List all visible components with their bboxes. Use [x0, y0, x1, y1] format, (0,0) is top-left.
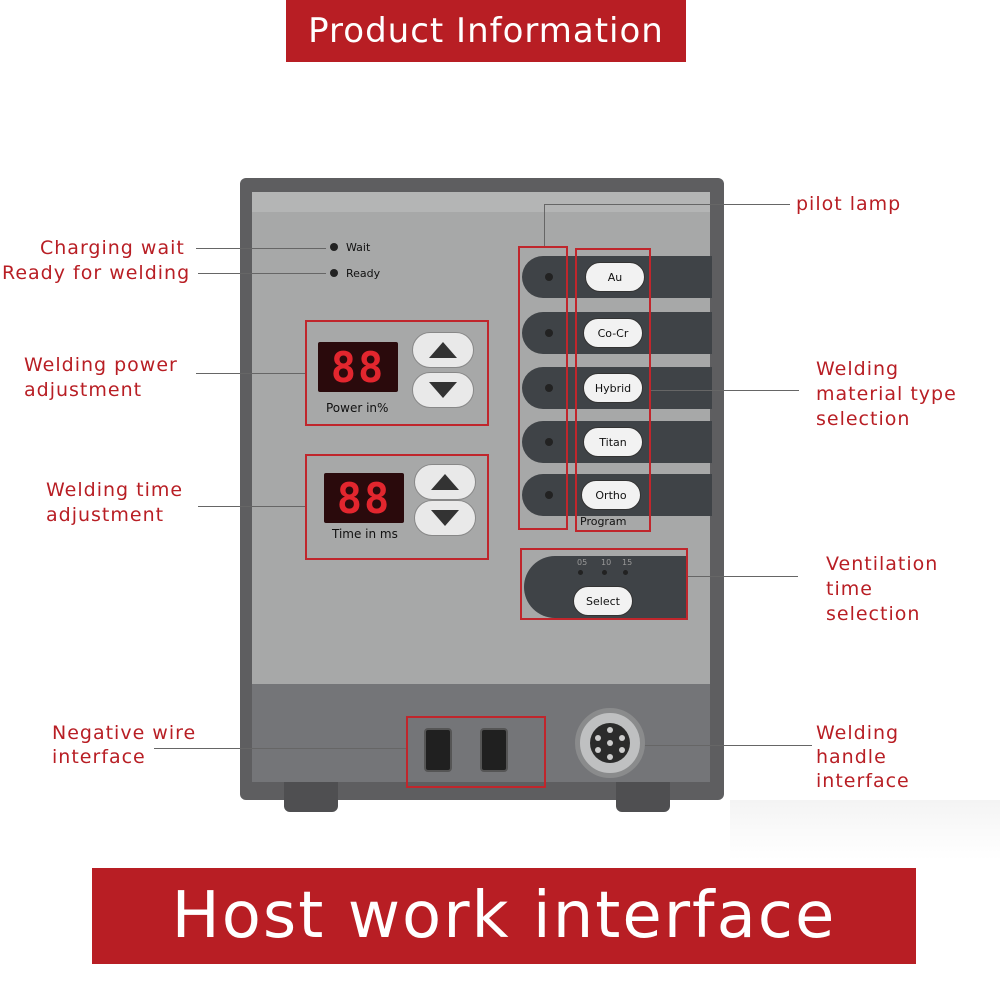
vent-option-05: 05 [577, 558, 588, 567]
material-highlight-box [575, 248, 651, 532]
time-callout-line2: adjustment [46, 504, 165, 526]
material-ortho-button[interactable]: Ortho [581, 480, 641, 510]
pilot-lamp-cocr-icon [545, 329, 553, 337]
top-banner: Product Information [286, 0, 686, 62]
material-callout-line2: material type [816, 383, 957, 405]
time-display: 88 [324, 473, 404, 523]
ventilation-leader [688, 576, 798, 577]
material-leader [651, 390, 799, 391]
power-down-button[interactable] [412, 372, 474, 408]
bottom-banner: Host work interface [92, 868, 916, 964]
ready-callout: Ready for welding [2, 262, 191, 284]
time-leader [198, 506, 305, 507]
socket-pin [619, 735, 625, 741]
negative-terminal-left[interactable] [424, 728, 452, 772]
socket-pin [607, 754, 613, 760]
negative-wire-callout-line1: Negative wire [52, 722, 197, 744]
socket-pin [619, 747, 625, 753]
power-display: 88 [318, 342, 398, 392]
time-highlight-box [305, 454, 489, 560]
pilot-lamp-highlight-box [518, 246, 568, 530]
material-au-button[interactable]: Au [585, 262, 645, 292]
vent-option-10: 10 [601, 558, 612, 567]
power-up-button[interactable] [412, 332, 474, 368]
vent-led-05-icon [578, 570, 583, 575]
pilot-lamp-titan-icon [545, 438, 553, 446]
vent-callout-line2: time [826, 578, 873, 600]
wait-leader [196, 248, 326, 249]
time-callout-line1: Welding time [46, 479, 184, 501]
ready-led-icon [330, 269, 338, 277]
pilot-lamp-ortho-icon [545, 491, 553, 499]
pilot-lamp-au-icon [545, 273, 553, 281]
socket-pin [607, 740, 613, 746]
power-caption: Power in% [326, 401, 389, 415]
left-foot [284, 782, 338, 812]
negative-wire-leader [154, 748, 406, 749]
socket-pin [607, 727, 613, 733]
power-callout-line1: Welding power [24, 354, 178, 376]
vent-led-15-icon [623, 570, 628, 575]
handle-callout-line2: handle [816, 746, 887, 768]
vent-callout-line3: selection [826, 603, 921, 625]
material-titan-button[interactable]: Titan [583, 427, 643, 457]
handle-callout-line1: Welding [816, 722, 900, 744]
negative-terminal-right[interactable] [480, 728, 508, 772]
power-leader [196, 373, 305, 374]
negative-wire-highlight-box [406, 716, 546, 788]
faceplate-top-band [252, 192, 710, 212]
arrow-up-icon [429, 342, 457, 358]
arrow-down-icon [431, 510, 459, 526]
handle-callout-line3: interface [816, 770, 910, 792]
wait-led-icon [330, 243, 338, 251]
vent-option-15: 15 [622, 558, 633, 567]
handle-leader [645, 745, 812, 746]
ventilation-highlight-box [520, 548, 688, 620]
pilot-lamp-leader-v [544, 204, 545, 246]
select-button[interactable]: Select [573, 586, 633, 616]
material-cocr-button[interactable]: Co-Cr [583, 318, 643, 348]
power-callout-line2: adjustment [24, 379, 143, 401]
arrow-up-icon [431, 474, 459, 490]
handle-socket[interactable] [575, 708, 645, 778]
socket-core [590, 723, 630, 763]
ready-label: Ready [346, 267, 381, 280]
program-label: Program [580, 515, 627, 528]
right-foot [616, 782, 670, 812]
socket-pin [595, 747, 601, 753]
power-highlight-box [305, 320, 489, 426]
material-callout-line1: Welding [816, 358, 900, 380]
vent-callout-line1: Ventilation [826, 553, 939, 575]
floor-shadow [730, 800, 1000, 860]
pilot-lamp-callout: pilot lamp [796, 193, 902, 215]
time-caption: Time in ms [332, 527, 398, 541]
negative-wire-callout-line2: interface [52, 746, 146, 768]
pilot-lamp-hybrid-icon [545, 384, 553, 392]
material-callout-line3: selection [816, 408, 911, 430]
material-hybrid-button[interactable]: Hybrid [583, 373, 643, 403]
time-down-button[interactable] [414, 500, 476, 536]
arrow-down-icon [429, 382, 457, 398]
socket-pin [595, 735, 601, 741]
ready-leader [198, 273, 326, 274]
vent-led-10-icon [602, 570, 607, 575]
charging-wait-callout: Charging wait [40, 237, 185, 259]
pilot-lamp-leader-h [544, 204, 790, 205]
time-up-button[interactable] [414, 464, 476, 500]
wait-label: Wait [346, 241, 371, 254]
